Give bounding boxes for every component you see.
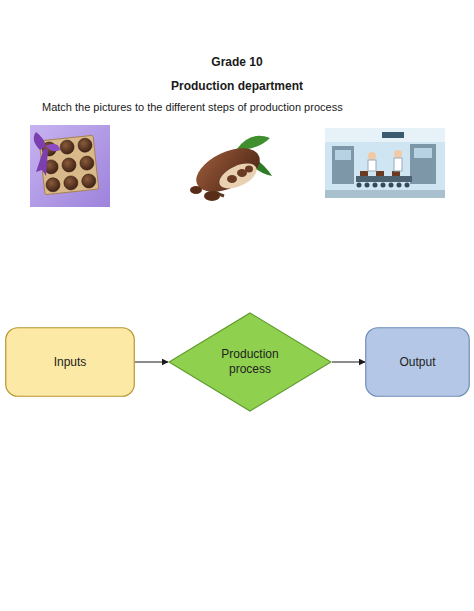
instruction-text: Match the pictures to the different step… <box>42 101 343 113</box>
factory-picture <box>325 128 445 198</box>
chocolate-box-picture <box>30 125 110 207</box>
title: Grade 10 <box>0 55 474 69</box>
flow-arrow <box>332 362 365 363</box>
output-box: Output <box>365 327 470 397</box>
node-label: Inputs <box>54 355 87 370</box>
process-diamond: Production process <box>168 312 332 412</box>
subtitle: Production department <box>0 79 474 93</box>
flow-arrow <box>135 362 168 363</box>
node-label: Output <box>399 355 435 370</box>
cacao-pod-picture <box>190 136 272 201</box>
node-label: Production process <box>213 347 287 377</box>
input-box: Inputs <box>5 327 135 397</box>
